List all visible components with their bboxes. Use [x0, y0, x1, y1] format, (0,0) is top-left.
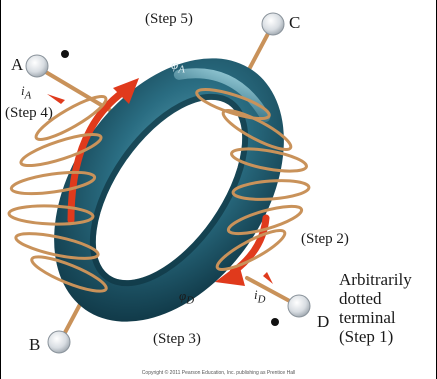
step4-label: (Step 4) — [5, 106, 53, 121]
current-d-label: iD — [254, 288, 265, 305]
terminal-c — [262, 13, 284, 35]
step1-note: Arbitrarily dotted terminal (Step 1) — [339, 270, 412, 346]
flux-a-subscript: A — [178, 64, 185, 76]
terminal-label-c: C — [289, 14, 300, 31]
step5-label: (Step 5) — [145, 12, 193, 27]
step3-label: (Step 3) — [153, 332, 201, 347]
polarity-dot-a — [61, 50, 69, 58]
current-arrow-a — [47, 94, 65, 104]
current-arrow-d — [263, 272, 273, 284]
terminal-label-b: B — [29, 336, 40, 353]
current-a-subscript: A — [25, 90, 32, 102]
terminal-a — [26, 55, 48, 77]
toroid-core — [7, 15, 332, 364]
flux-a-label: φA — [171, 58, 185, 75]
current-a-label: iA — [21, 84, 31, 101]
flux-d-subscript: D — [186, 295, 194, 307]
terminal-label-d: D — [317, 313, 329, 330]
current-d-subscript: D — [258, 294, 266, 306]
terminal-label-a: A — [11, 56, 23, 73]
terminal-d — [288, 295, 310, 317]
step2-label: (Step 2) — [301, 232, 349, 247]
flux-d-label: φD — [179, 289, 194, 306]
polarity-dot-d — [271, 318, 279, 326]
terminal-b — [48, 331, 70, 353]
copyright-text: Copyright © 2011 Pearson Education, Inc.… — [1, 370, 436, 376]
